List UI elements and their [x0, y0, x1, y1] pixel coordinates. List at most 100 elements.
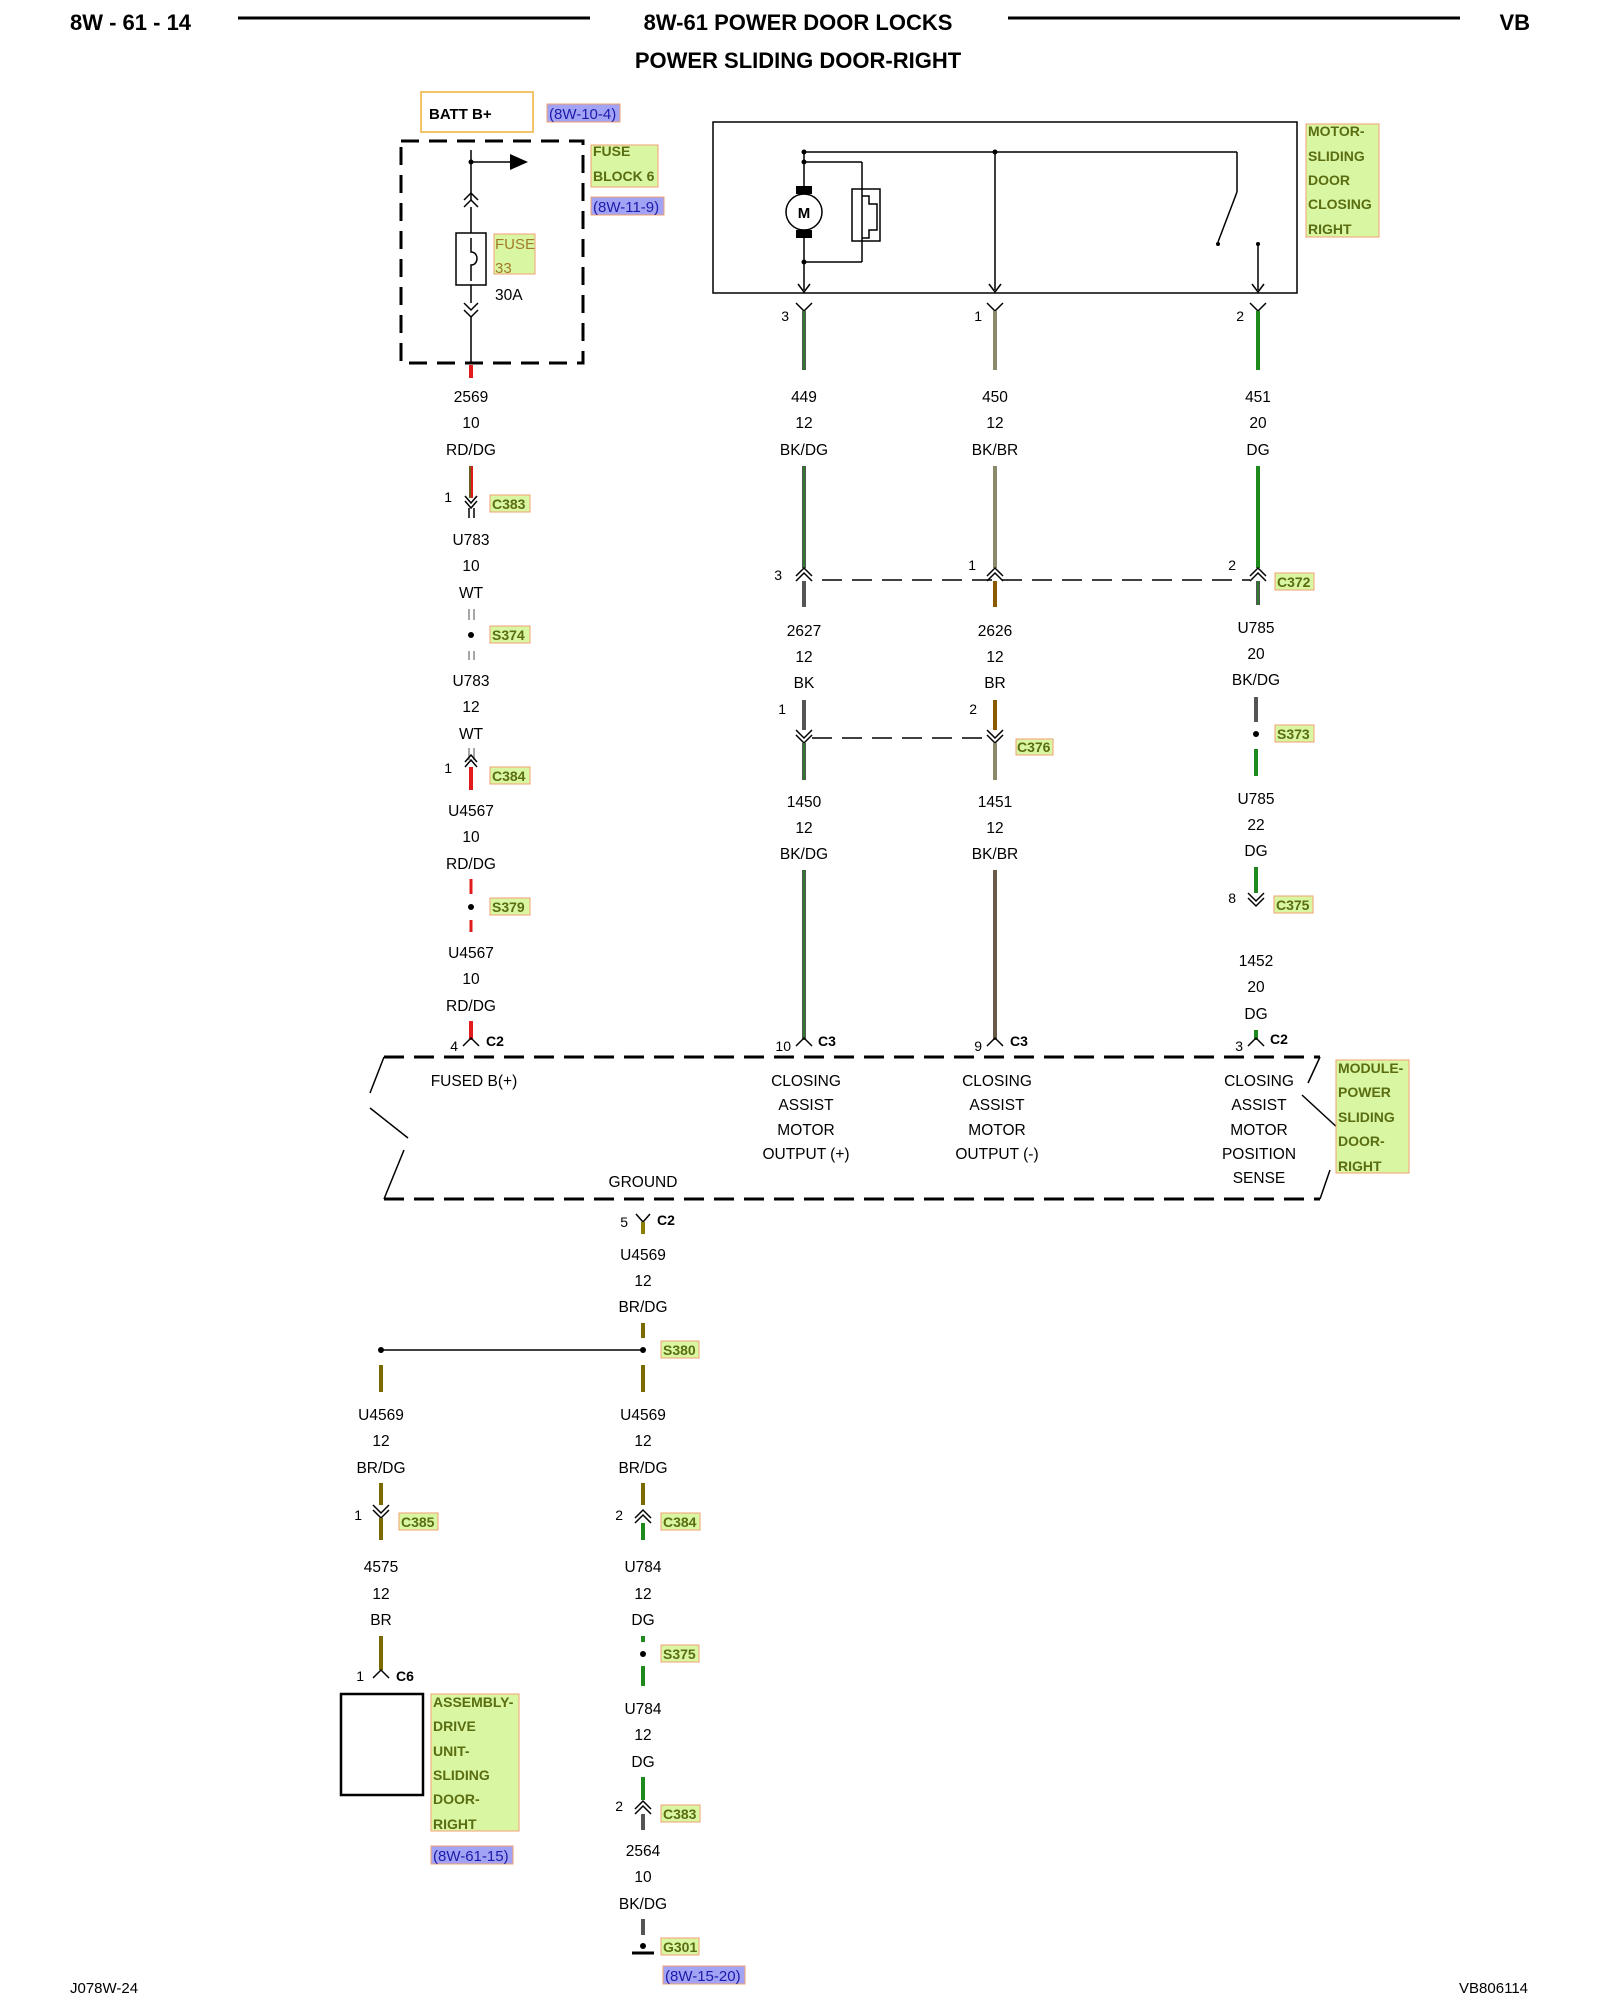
- s375-label[interactable]: S375: [663, 1646, 696, 1662]
- s373-label[interactable]: S373: [1277, 726, 1310, 742]
- page-number: 8W - 61 - 14: [70, 10, 192, 35]
- fuse-33-symbol: [455, 150, 528, 362]
- module-tag-line-4: DOOR-: [1338, 1133, 1385, 1149]
- motor-tag-line-5: RIGHT: [1308, 221, 1352, 237]
- s379-label[interactable]: S379: [492, 899, 525, 915]
- c384b-tag: [660, 1512, 701, 1531]
- c376-pin1-connector: [795, 729, 813, 740]
- c2c-label[interactable]: C2: [657, 1212, 675, 1228]
- wire-u784a-gauge: 12: [634, 1586, 651, 1603]
- page-title: 8W-61 POWER DOOR LOCKS: [644, 10, 953, 35]
- motor-symbol-label: M: [798, 205, 811, 222]
- motor-tag-line-4: CLOSING: [1308, 196, 1372, 212]
- fuse-block-ref-link[interactable]: (8W-11-9): [593, 199, 659, 216]
- s373-tag: [1274, 724, 1315, 743]
- drive-tag-line-3: UNIT-: [433, 1743, 470, 1759]
- fuse-label-1: FUSE: [495, 236, 535, 253]
- c384a-pin: 1: [444, 760, 452, 776]
- c372-pin2-connector-b: [1249, 571, 1267, 582]
- wire-u784a-circuit: U784: [624, 1559, 661, 1576]
- drive-tag-line-1: ASSEMBLY-: [433, 1694, 514, 1710]
- mod-pin3: 3: [1235, 1038, 1243, 1054]
- motor-pin2-connector: [1249, 302, 1267, 313]
- wire-450-color: BK/BR: [972, 442, 1019, 459]
- g301-label[interactable]: G301: [663, 1939, 697, 1955]
- wire-1452-circuit: 1452: [1239, 953, 1273, 970]
- c372-pin2-connector: [1249, 566, 1267, 577]
- c372-pin3: 3: [774, 567, 782, 583]
- wire-u784b-gauge: 12: [634, 1727, 651, 1744]
- module-pin-cam-pos-3: MOTOR: [777, 1122, 834, 1139]
- module-tag-line-3: SLIDING: [1338, 1109, 1395, 1125]
- wire-u4567b-color: RD/DG: [446, 998, 496, 1015]
- c383a-label[interactable]: C383: [492, 496, 526, 512]
- c384b-pin: 2: [615, 1507, 623, 1523]
- c2b-label[interactable]: C2: [1270, 1031, 1288, 1047]
- c384a-tag: [489, 766, 531, 785]
- batt-label: BATT B+: [429, 106, 492, 123]
- wire-u4569c-color: BR/DG: [618, 1460, 667, 1477]
- g301-tag: [660, 1937, 700, 1956]
- wire-1452-color: DG: [1244, 1006, 1267, 1023]
- s379-splice-dot: [468, 904, 474, 910]
- module-pin-cam-neg-3: MOTOR: [968, 1122, 1025, 1139]
- wire-u783b-circuit: U783: [452, 673, 489, 690]
- s380-label[interactable]: S380: [663, 1342, 696, 1358]
- c6-connector: [372, 1668, 390, 1679]
- module-pin-cam-neg-4: OUTPUT (-): [955, 1146, 1038, 1163]
- wire-u785b-gauge: 22: [1247, 817, 1264, 834]
- s374-label[interactable]: S374: [492, 627, 525, 643]
- c375-pin: 8: [1228, 890, 1236, 906]
- c372-pin1-connector: [986, 566, 1004, 577]
- c383b-connector-b: [634, 1804, 652, 1815]
- c3b-label[interactable]: C3: [1010, 1033, 1028, 1049]
- c372-pin2: 2: [1228, 557, 1236, 573]
- mod-pin9: 9: [974, 1038, 982, 1054]
- c372-pin1-connector-b: [986, 571, 1004, 582]
- c384b-label[interactable]: C384: [663, 1514, 697, 1530]
- batt-ref-link[interactable]: (8W-10-4): [549, 106, 616, 123]
- wire-u4567a-color: RD/DG: [446, 856, 496, 873]
- c6-label[interactable]: C6: [396, 1668, 414, 1684]
- wire-2569-circuit: 2569: [454, 389, 488, 406]
- wire-u784b-circuit: U784: [624, 1701, 661, 1718]
- drive-tag-line-2: DRIVE: [433, 1718, 476, 1734]
- wire-2627-circuit: 2627: [787, 623, 821, 640]
- wire-u785a-circuit: U785: [1237, 620, 1274, 637]
- s380-splice-dot: [640, 1347, 646, 1353]
- module-pin-cam-neg-2: ASSIST: [969, 1097, 1025, 1114]
- c3a-label[interactable]: C3: [818, 1033, 836, 1049]
- wire-u783a: [468, 609, 475, 620]
- c375-label[interactable]: C375: [1276, 897, 1310, 913]
- ground-ref-link[interactable]: (8W-15-20): [665, 1968, 741, 1985]
- c385-pin: 1: [354, 1507, 362, 1523]
- c383b-pin: 2: [615, 1798, 623, 1814]
- wire-449-gauge: 12: [795, 415, 812, 432]
- wire-2569-color: RD/DG: [446, 442, 496, 459]
- module-tag-line-2: POWER: [1338, 1084, 1391, 1100]
- c372-label[interactable]: C372: [1277, 574, 1311, 590]
- c376-label[interactable]: C376: [1017, 739, 1051, 755]
- motor-pin2: 2: [1236, 308, 1244, 324]
- c384a-label[interactable]: C384: [492, 768, 526, 784]
- mod-pin4: 4: [450, 1038, 458, 1054]
- c2a-label[interactable]: C2: [486, 1033, 504, 1049]
- s380-left-dot: [378, 1347, 384, 1353]
- module-pin-ground: GROUND: [609, 1174, 678, 1191]
- c375-tag: [1273, 895, 1314, 914]
- wire-2564-circuit: 2564: [626, 1843, 661, 1860]
- c6-pin: 1: [356, 1668, 364, 1684]
- wire-449-circuit: 449: [791, 389, 817, 406]
- drive-ref-link[interactable]: (8W-61-15): [433, 1848, 509, 1865]
- wire-4575-color: BR: [370, 1612, 392, 1629]
- c383a-connector: [464, 495, 478, 518]
- wire-451-color: DG: [1246, 442, 1269, 459]
- drive-ref-box: [430, 1845, 514, 1865]
- c383b-label[interactable]: C383: [663, 1806, 697, 1822]
- s375-tag: [660, 1644, 700, 1663]
- c383b-connector: [634, 1799, 652, 1810]
- c385-label[interactable]: C385: [401, 1514, 435, 1530]
- module-component-tag: [1335, 1059, 1410, 1174]
- wire-1452-gauge: 20: [1247, 979, 1265, 996]
- drive-unit-tag: [430, 1693, 520, 1832]
